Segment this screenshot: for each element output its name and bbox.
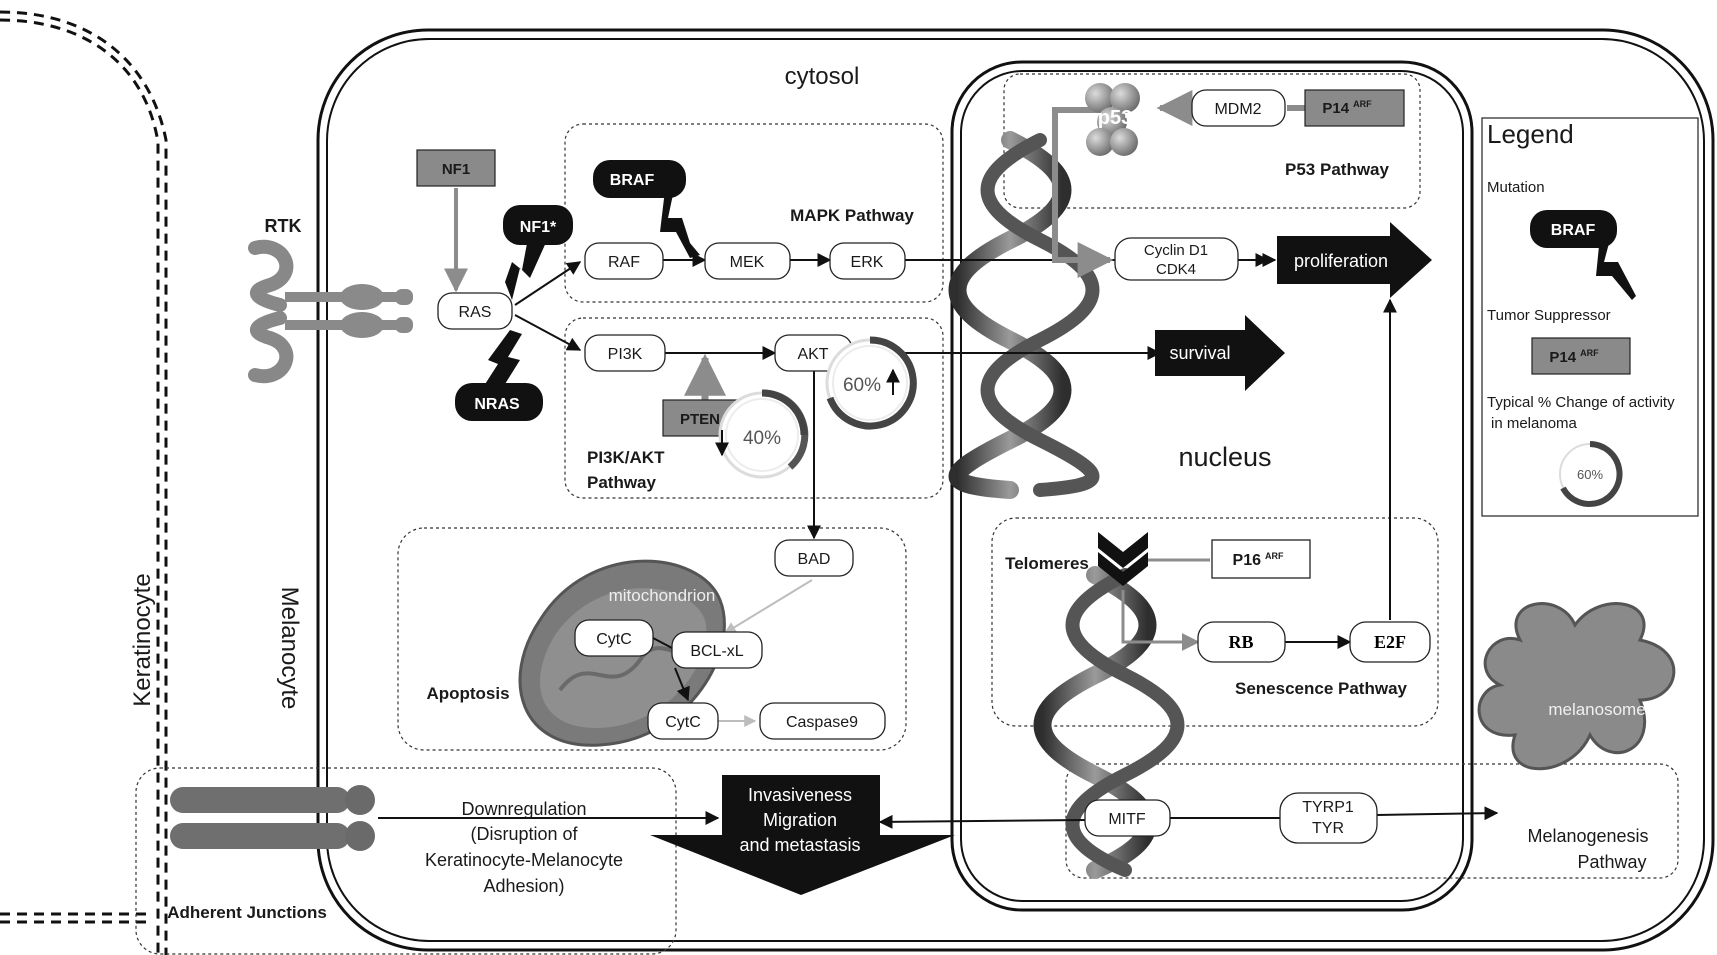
pten-label: PTEN [680, 411, 720, 428]
bad-label: BAD [798, 551, 831, 568]
pten-activity-ring [715, 389, 809, 479]
cytc-upper-label: CytC [596, 631, 632, 648]
apoptosis-label: Apoptosis [426, 684, 509, 703]
legend-activity-line-1: Typical % Change of activity [1487, 394, 1675, 411]
rtk-receptor [248, 239, 413, 384]
dna-helix-upper [948, 131, 1100, 499]
adherent-junctions-box [135, 767, 677, 955]
legend-box [1481, 117, 1699, 517]
pi3k-pathway-label-1: PI3K/AKT [587, 448, 665, 467]
tyr-label: TYR [1312, 820, 1344, 837]
p14-suppressor-box [1304, 89, 1405, 127]
rb-label: RB [1228, 632, 1253, 652]
nucleus-membrane [950, 60, 1474, 912]
bclxl-label: BCL-xL [690, 643, 743, 660]
p53-label: p53 [1098, 107, 1132, 129]
p16-box [1211, 539, 1311, 579]
downregulation-line-3: Keratinocyte-Melanocyte [425, 850, 623, 870]
nf1-suppressor-box [416, 149, 496, 187]
braf-mutation-label: BRAF [610, 172, 655, 189]
p53-pathway-box [1003, 73, 1421, 209]
legend-title: Legend [1487, 119, 1574, 149]
downregulation-line-2: (Disruption of [470, 824, 578, 844]
node-shapes [437, 89, 1431, 844]
nf1-mutation-label: NF1* [520, 219, 557, 236]
keratinocyte-membrane [0, 10, 168, 955]
telomeres-chevrons [1098, 532, 1148, 586]
adherent-junction-proteins [170, 785, 375, 851]
erk-label: ERK [851, 254, 884, 271]
p53-pathway-label: P53 Pathway [1285, 160, 1389, 179]
akt-activity-value: 60% [843, 375, 881, 396]
ras-label: RAS [459, 304, 492, 321]
proliferation-arrow [1277, 222, 1432, 298]
invasiveness-label-2: Migration [763, 810, 837, 830]
legend-activity-example: 60% [1577, 467, 1603, 482]
invasiveness-label-1: Invasiveness [748, 785, 852, 805]
legend-mutation-example: BRAF [1551, 222, 1596, 239]
keratinocyte-label: Keratinocyte [129, 573, 156, 706]
connectors [378, 90, 1499, 829]
legend-suppressor-box [1531, 337, 1631, 375]
e2f-label: E2F [1374, 632, 1406, 652]
mitochondrion-label: mitochondrion [609, 586, 716, 605]
melanocyte-membrane [316, 28, 1715, 952]
melanocyte-label: Melanocyte [276, 587, 303, 710]
tyrp1-label: TYRP1 [1302, 799, 1354, 816]
melanosome-label: melanosome [1548, 700, 1645, 719]
nucleus-label: nucleus [1178, 442, 1271, 472]
akt-activity-ring [825, 336, 917, 430]
pi3k-label: PI3K [608, 346, 643, 363]
p53-molecule [1085, 83, 1140, 156]
raf-label: RAF [608, 254, 640, 271]
akt-label: AKT [797, 346, 828, 363]
melanosome [1477, 602, 1676, 771]
mek-label: MEK [730, 254, 765, 271]
apoptosis-box [397, 527, 907, 751]
pi3k-pathway-box [564, 317, 944, 499]
legend-tumor-suppressor-label: Tumor Suppressor [1487, 307, 1611, 324]
pten-activity-value: 40% [743, 428, 781, 449]
downregulation-line-4: Adhesion) [483, 876, 564, 896]
invasiveness-arrow [650, 775, 955, 895]
cdk4-label: CDK4 [1156, 261, 1196, 278]
mapk-pathway-box [564, 123, 944, 303]
proliferation-label: proliferation [1294, 251, 1388, 271]
telomeres-label: Telomeres [1005, 554, 1089, 573]
legend-mutation-badge [1530, 210, 1636, 300]
cytosol-label: cytosol [785, 63, 860, 90]
senescence-pathway-box [991, 517, 1439, 727]
legend-mutation-label: Mutation [1487, 179, 1545, 196]
melanogenesis-label-1: Melanogenesis [1527, 826, 1648, 846]
survival-label: survival [1169, 343, 1230, 363]
pi3k-pathway-label-2: Pathway [587, 473, 657, 492]
legend-activity-ring [1559, 441, 1623, 507]
adherent-junctions-label: Adherent Junctions [167, 903, 327, 922]
nras-mutation-label: NRAS [474, 396, 520, 413]
senescence-pathway-label: Senescence Pathway [1235, 679, 1408, 698]
braf-mutation-badge [593, 160, 700, 258]
rtk-label: RTK [265, 216, 302, 236]
downregulation-line-1: Downregulation [461, 799, 586, 819]
survival-arrow [1155, 315, 1285, 391]
cytc-lower-label: CytC [665, 714, 701, 731]
invasiveness-label-3: and metastasis [739, 835, 860, 855]
cyclin-d1-label: Cyclin D1 [1144, 242, 1208, 259]
caspase9-label: Caspase9 [786, 714, 858, 731]
mdm2-label: MDM2 [1214, 101, 1261, 118]
nf1-label: NF1 [442, 161, 470, 178]
melanogenesis-pathway-box [1065, 763, 1679, 879]
legend-activity-line-2: in melanoma [1491, 415, 1578, 432]
melanogenesis-label-2: Pathway [1577, 852, 1646, 872]
mitf-label: MITF [1108, 811, 1146, 828]
nf1-mutation-badge [503, 205, 573, 300]
nras-mutation-badge [455, 330, 543, 421]
mapk-pathway-label: MAPK Pathway [790, 206, 914, 225]
